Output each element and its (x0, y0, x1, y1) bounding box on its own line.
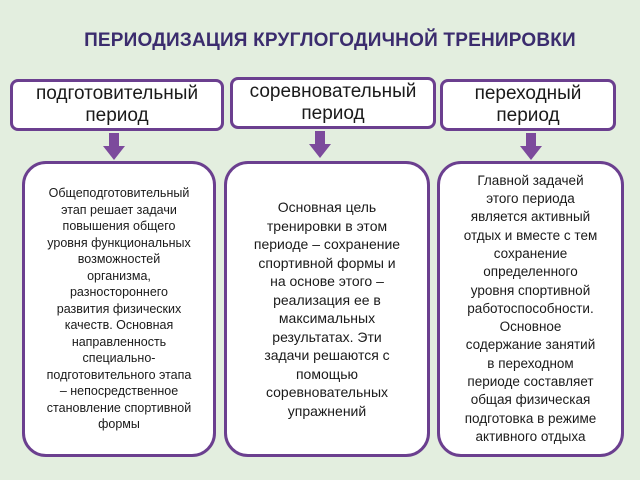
description-competitive-period: Основная цель тренировки в этом периоде … (224, 161, 430, 457)
page-title: ПЕРИОДИЗАЦИЯ КРУГЛОГОДИЧНОЙ ТРЕНИРОВКИ (84, 30, 576, 51)
header-label: подготовительный период (35, 83, 199, 126)
down-arrow-icon (309, 131, 331, 159)
description-transition-period: Главной задачей этого периода является а… (437, 161, 624, 457)
header-transition-period: переходный период (440, 79, 616, 131)
down-arrow-icon (103, 133, 125, 161)
header-preparatory-period: подготовительный период (10, 79, 224, 131)
header-competitive-period: соревновательный период (230, 77, 436, 129)
header-label: переходный период (474, 83, 582, 126)
description-text: Общеподготовительный этап решает задачи … (46, 186, 192, 432)
description-text: Основная цель тренировки в этом периоде … (253, 199, 401, 419)
description-text: Главной задачей этого периода является а… (463, 172, 598, 444)
down-arrow-icon (520, 133, 542, 161)
description-preparatory-period: Общеподготовительный этап решает задачи … (22, 161, 216, 457)
header-label: соревновательный период (249, 81, 417, 124)
